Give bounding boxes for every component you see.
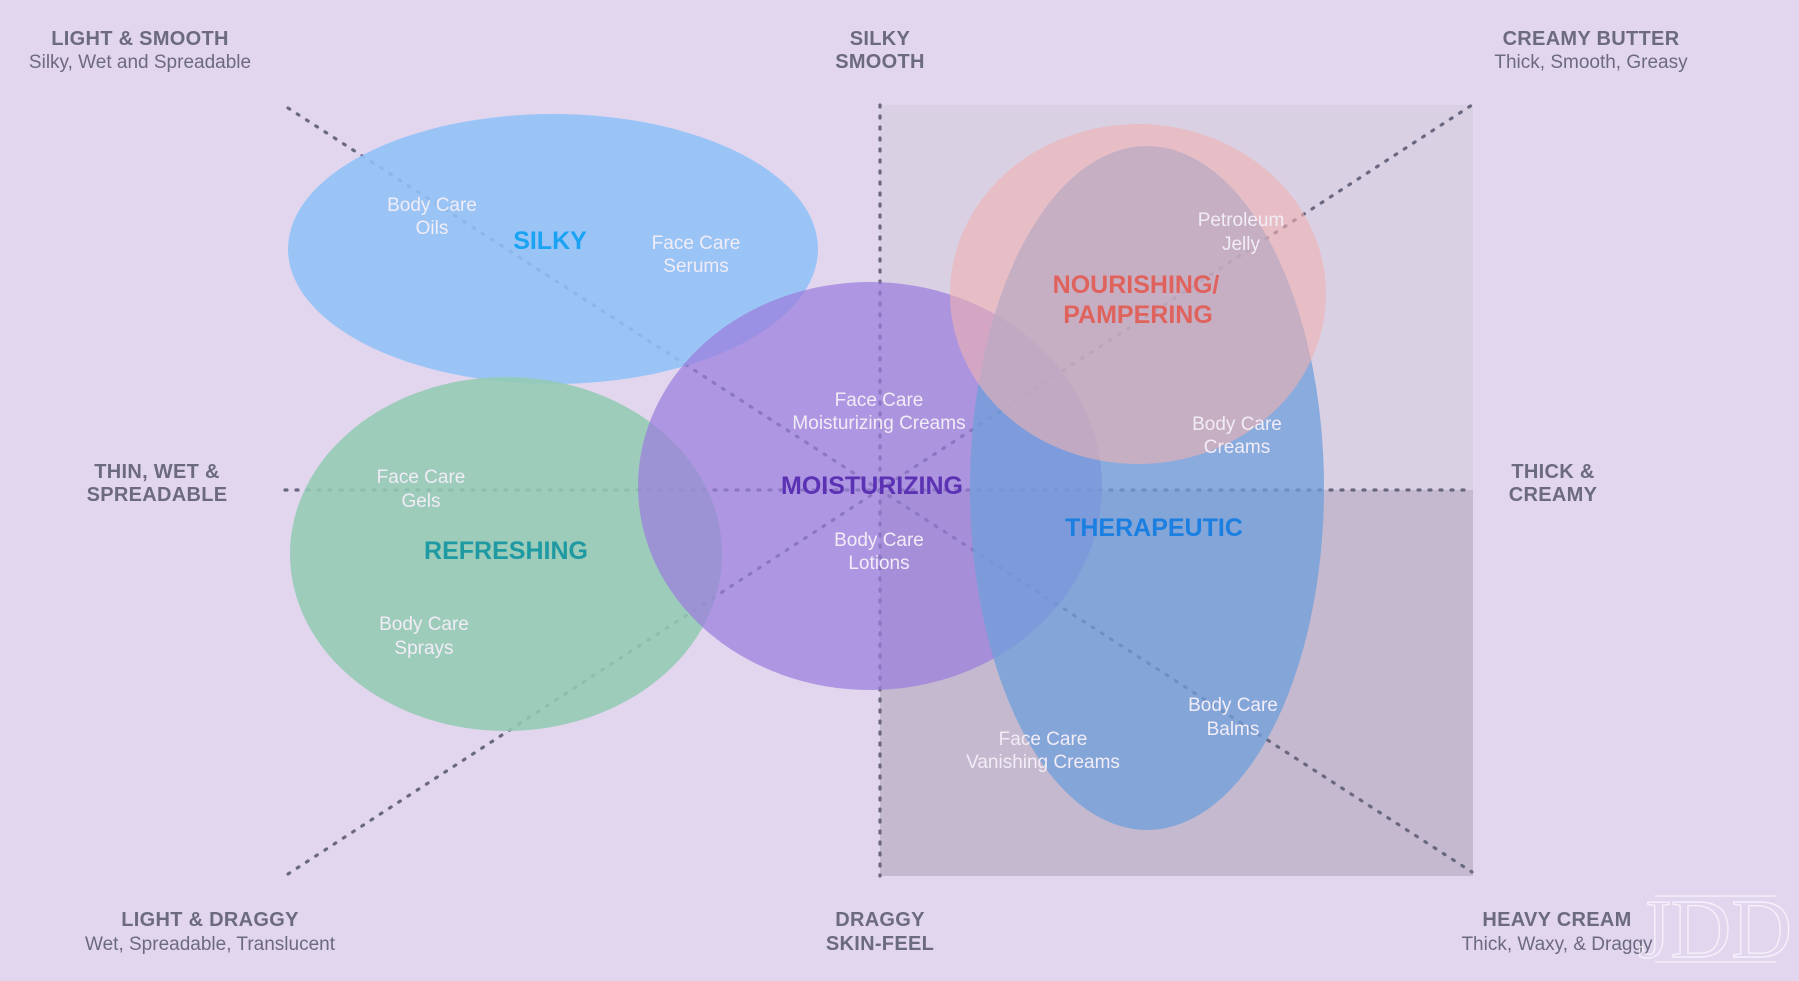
label-thin-wet-2: SPREADABLE: [87, 484, 228, 506]
item-body-care-sprays-2: Sprays: [394, 638, 453, 659]
item-body-care-oils-1: Body Care: [387, 195, 477, 216]
category-labels: SILKY REFRESHING MOISTURIZING NOURISHING…: [424, 227, 1243, 565]
category-silky: SILKY: [513, 227, 587, 255]
item-face-care-serums-1: Face Care: [652, 233, 741, 254]
item-body-care-oils-2: Oils: [416, 218, 449, 239]
label-thick-creamy-2: CREAMY: [1509, 484, 1598, 506]
label-light-smooth: LIGHT & SMOOTH: [51, 28, 229, 50]
item-labels: Body Care Oils Face Care Serums Petroleu…: [377, 195, 1285, 773]
item-petroleum-jelly-2: Jelly: [1222, 234, 1261, 255]
ellipse-refreshing: [290, 377, 722, 731]
item-face-care-moisturizing-creams-2: Moisturizing Creams: [792, 413, 965, 434]
item-face-care-gels-1: Face Care: [377, 467, 466, 488]
item-face-care-vanishing-creams-1: Face Care: [999, 729, 1088, 750]
item-body-care-balms-2: Balms: [1207, 719, 1260, 740]
label-thin-wet-1: THIN, WET &: [94, 461, 220, 483]
label-draggy-skinfeel-2: SKIN-FEEL: [826, 933, 934, 955]
item-body-care-lotions-2: Lotions: [848, 553, 909, 574]
label-light-draggy-sub: Wet, Spreadable, Translucent: [85, 934, 336, 955]
label-light-smooth-sub: Silky, Wet and Spreadable: [29, 52, 251, 73]
item-body-care-lotions-1: Body Care: [834, 530, 924, 551]
label-silky-smooth-1: SILKY: [850, 28, 911, 50]
label-heavy-cream-sub: Thick, Waxy, & Draggy: [1461, 934, 1653, 955]
watermark-logo: JDD: [1638, 883, 1792, 976]
ellipse-nourishing: [950, 124, 1326, 464]
item-body-care-creams-2: Creams: [1204, 437, 1271, 458]
item-face-care-serums-2: Serums: [663, 256, 728, 277]
label-draggy-skinfeel-1: DRAGGY: [835, 909, 925, 931]
category-refreshing: REFRESHING: [424, 537, 588, 565]
ellipse-silky: [288, 114, 818, 384]
item-petroleum-jelly-1: Petroleum: [1198, 210, 1285, 231]
category-nourishing-2: PAMPERING: [1063, 301, 1213, 329]
label-creamy-butter: CREAMY BUTTER: [1503, 28, 1680, 50]
item-face-care-moisturizing-creams-1: Face Care: [835, 390, 924, 411]
item-body-care-creams-1: Body Care: [1192, 414, 1282, 435]
item-body-care-balms-1: Body Care: [1188, 695, 1278, 716]
category-therapeutic: THERAPEUTIC: [1065, 514, 1243, 542]
corner-labels: LIGHT & SMOOTH Silky, Wet and Spreadable…: [29, 28, 1688, 955]
item-face-care-gels-2: Gels: [401, 491, 440, 512]
item-face-care-vanishing-creams-2: Vanishing Creams: [966, 752, 1120, 773]
label-thick-creamy-1: THICK &: [1511, 461, 1594, 483]
item-body-care-sprays-1: Body Care: [379, 614, 469, 635]
label-silky-smooth-2: SMOOTH: [835, 51, 925, 73]
label-light-draggy: LIGHT & DRAGGY: [121, 909, 299, 931]
category-nourishing-1: NOURISHING/: [1053, 271, 1220, 299]
label-creamy-butter-sub: Thick, Smooth, Greasy: [1494, 52, 1688, 73]
category-moisturizing: MOISTURIZING: [781, 472, 963, 500]
label-heavy-cream: HEAVY CREAM: [1482, 909, 1631, 931]
